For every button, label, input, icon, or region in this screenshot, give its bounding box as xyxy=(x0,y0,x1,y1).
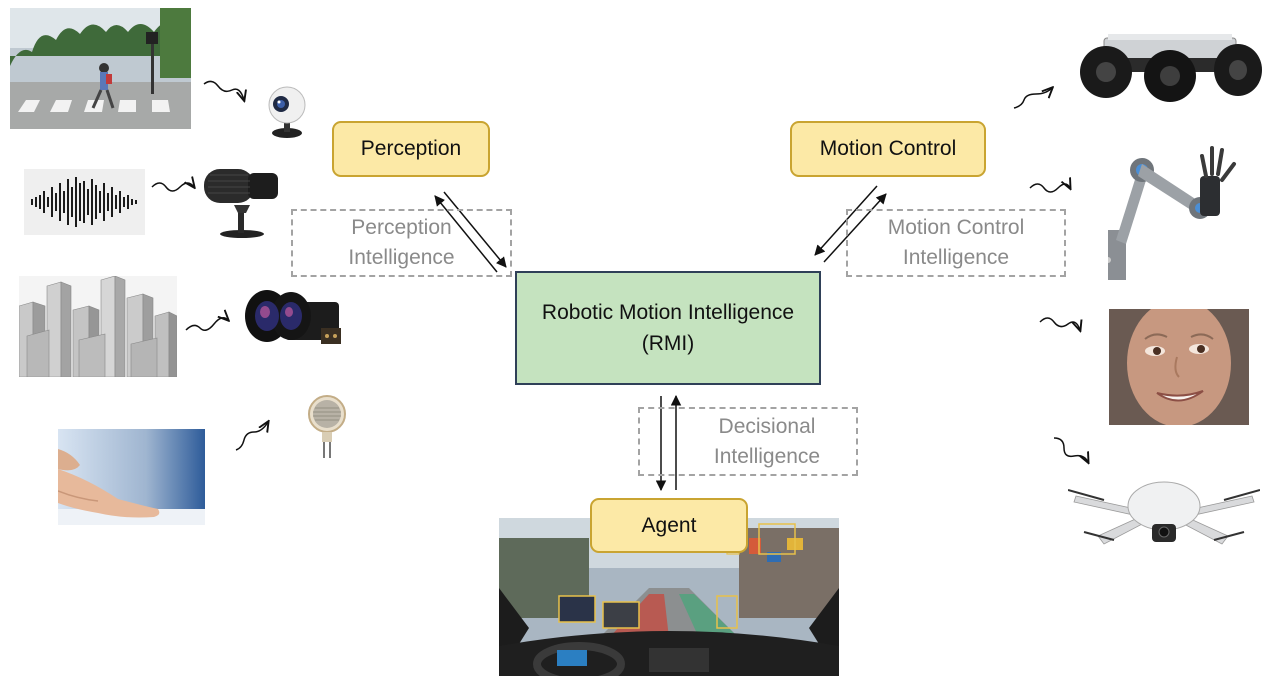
webcam-icon xyxy=(268,86,306,138)
sound-wave-photo xyxy=(24,169,145,235)
squiggle-arrow-touch xyxy=(235,422,268,451)
motion-control-node: Motion Control xyxy=(790,121,986,177)
motion-control-intelligence-line1: Motion Control xyxy=(887,216,1025,239)
stereo-camera-icon xyxy=(245,290,341,344)
squiggle-arrow-vision xyxy=(203,80,244,100)
city-3d-photo xyxy=(19,276,177,377)
robot-arm-photo xyxy=(1108,146,1236,280)
arrow-rmi-to-perception xyxy=(434,195,498,273)
squiggle-arrow-audio xyxy=(151,183,194,192)
force-sensor-icon xyxy=(308,395,346,458)
motion-control-intelligence-line2: Intelligence xyxy=(902,246,1010,269)
squiggle-arrow-face xyxy=(1039,317,1080,330)
squiggle-arrow-rover xyxy=(1013,88,1052,109)
agent-node: Agent xyxy=(590,498,748,553)
rmi-node: Robotic Motion Intelligence (RMI) xyxy=(515,271,821,385)
squiggle-arrow-drone xyxy=(1053,437,1088,462)
perception-node: Perception xyxy=(332,121,490,177)
squiggle-arrow-arm xyxy=(1029,184,1070,193)
finger-touch-photo xyxy=(58,429,205,525)
rmi-abbreviation: (RMI) xyxy=(641,332,695,355)
decisional-intelligence-line2: Intelligence xyxy=(713,444,821,468)
drone-photo xyxy=(1068,481,1260,545)
rmi-title: Robotic Motion Intelligence xyxy=(541,301,795,324)
perception-intelligence-line2: Intelligence xyxy=(348,246,455,269)
motion-control-intelligence-box: Motion Control Intelligence xyxy=(846,209,1066,277)
humanoid-face-photo xyxy=(1109,309,1249,425)
perception-intelligence-line1: Perception xyxy=(351,216,452,239)
decisional-intelligence-line1: Decisional xyxy=(718,414,816,438)
street-crossing-photo xyxy=(10,8,191,129)
microphone-icon xyxy=(204,169,278,238)
decisional-intelligence-box: Decisional Intelligence xyxy=(638,407,858,476)
arrow-rmi-to-motion xyxy=(823,193,887,263)
squiggle-arrow-depth xyxy=(185,318,228,331)
rover-robot-photo xyxy=(1080,34,1262,102)
perception-intelligence-box: Perception Intelligence xyxy=(291,209,512,277)
arrow-perception-to-rmi xyxy=(443,191,507,268)
